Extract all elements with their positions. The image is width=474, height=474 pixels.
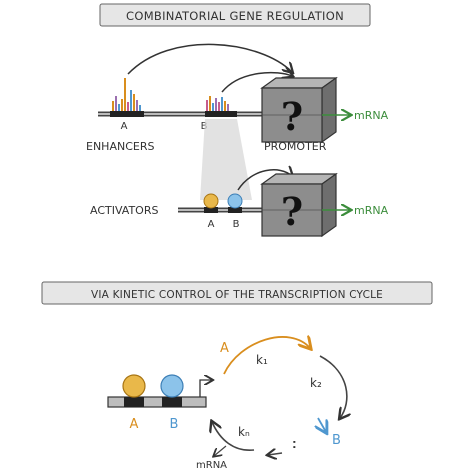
- enhancer-b-arrow: [221, 73, 292, 93]
- top-title-banner: COMBINATORIAL GENE REGULATION: [99, 3, 371, 27]
- kn-arrow: [212, 422, 255, 451]
- enhancer-a-bars: [112, 78, 141, 111]
- k1-arrow: [223, 337, 310, 375]
- top-title: COMBINATORIAL GENE REGULATION: [126, 9, 344, 23]
- bottom-dna: [107, 396, 207, 408]
- mrna-bottom-arrow: [214, 445, 227, 456]
- zoom-funnel: [200, 119, 252, 200]
- k2-arrow: [319, 355, 347, 418]
- question-mark-top: ?: [281, 94, 303, 139]
- bottom-title: VIA KINETIC CONTROL OF THE TRANSCRIPTION…: [91, 289, 383, 301]
- mrna-label-top: mRNA: [354, 109, 389, 122]
- enhancer-b-label: B: [201, 121, 208, 132]
- cycle-a-label: A: [220, 341, 229, 356]
- bottom-activator-b: [160, 374, 184, 398]
- activator-b-label: B: [233, 219, 240, 230]
- promoter-box-mid: ?: [260, 172, 338, 238]
- enhancer-a-arrow: [127, 43, 292, 74]
- dots-arrow: [268, 453, 283, 455]
- k1-label: k₁: [256, 353, 268, 367]
- enhancer-dna: [98, 111, 262, 117]
- enhancer-a-label: A: [121, 121, 128, 132]
- enhancer-b-bars: [206, 96, 229, 111]
- b-incoming-arrow: [318, 417, 326, 432]
- k2-label: k₂: [310, 376, 322, 390]
- bottom-title-banner: VIA KINETIC CONTROL OF THE TRANSCRIPTION…: [41, 281, 433, 305]
- activators-label: ACTIVATORS: [90, 204, 158, 217]
- activator-dna: [178, 207, 262, 213]
- bottom-a-label: A: [130, 417, 139, 432]
- activator-b-ball: [227, 193, 243, 209]
- mrna-label-mid: mRNA: [354, 204, 389, 217]
- activator-a-label: A: [208, 219, 215, 230]
- promoter-box-top: ?: [260, 76, 338, 144]
- mrna-label-bottom: mRNA: [196, 460, 227, 471]
- activator-a-ball: [203, 193, 219, 209]
- cycle-b-label: B: [332, 433, 341, 448]
- bottom-b-label: B: [170, 417, 179, 432]
- promoter-label: PROMOTER: [264, 140, 327, 153]
- enhancers-label: ENHANCERS: [86, 140, 154, 153]
- bottom-activator-a: [122, 374, 146, 398]
- question-mark-mid: ?: [281, 189, 303, 234]
- activator-arrow: [237, 170, 292, 191]
- enhancer-b-block: [205, 111, 237, 117]
- cycle-dots: :: [292, 435, 297, 451]
- kn-label: kₙ: [238, 425, 250, 439]
- tss-arrow: [199, 380, 212, 397]
- enhancer-a-block: [110, 111, 144, 117]
